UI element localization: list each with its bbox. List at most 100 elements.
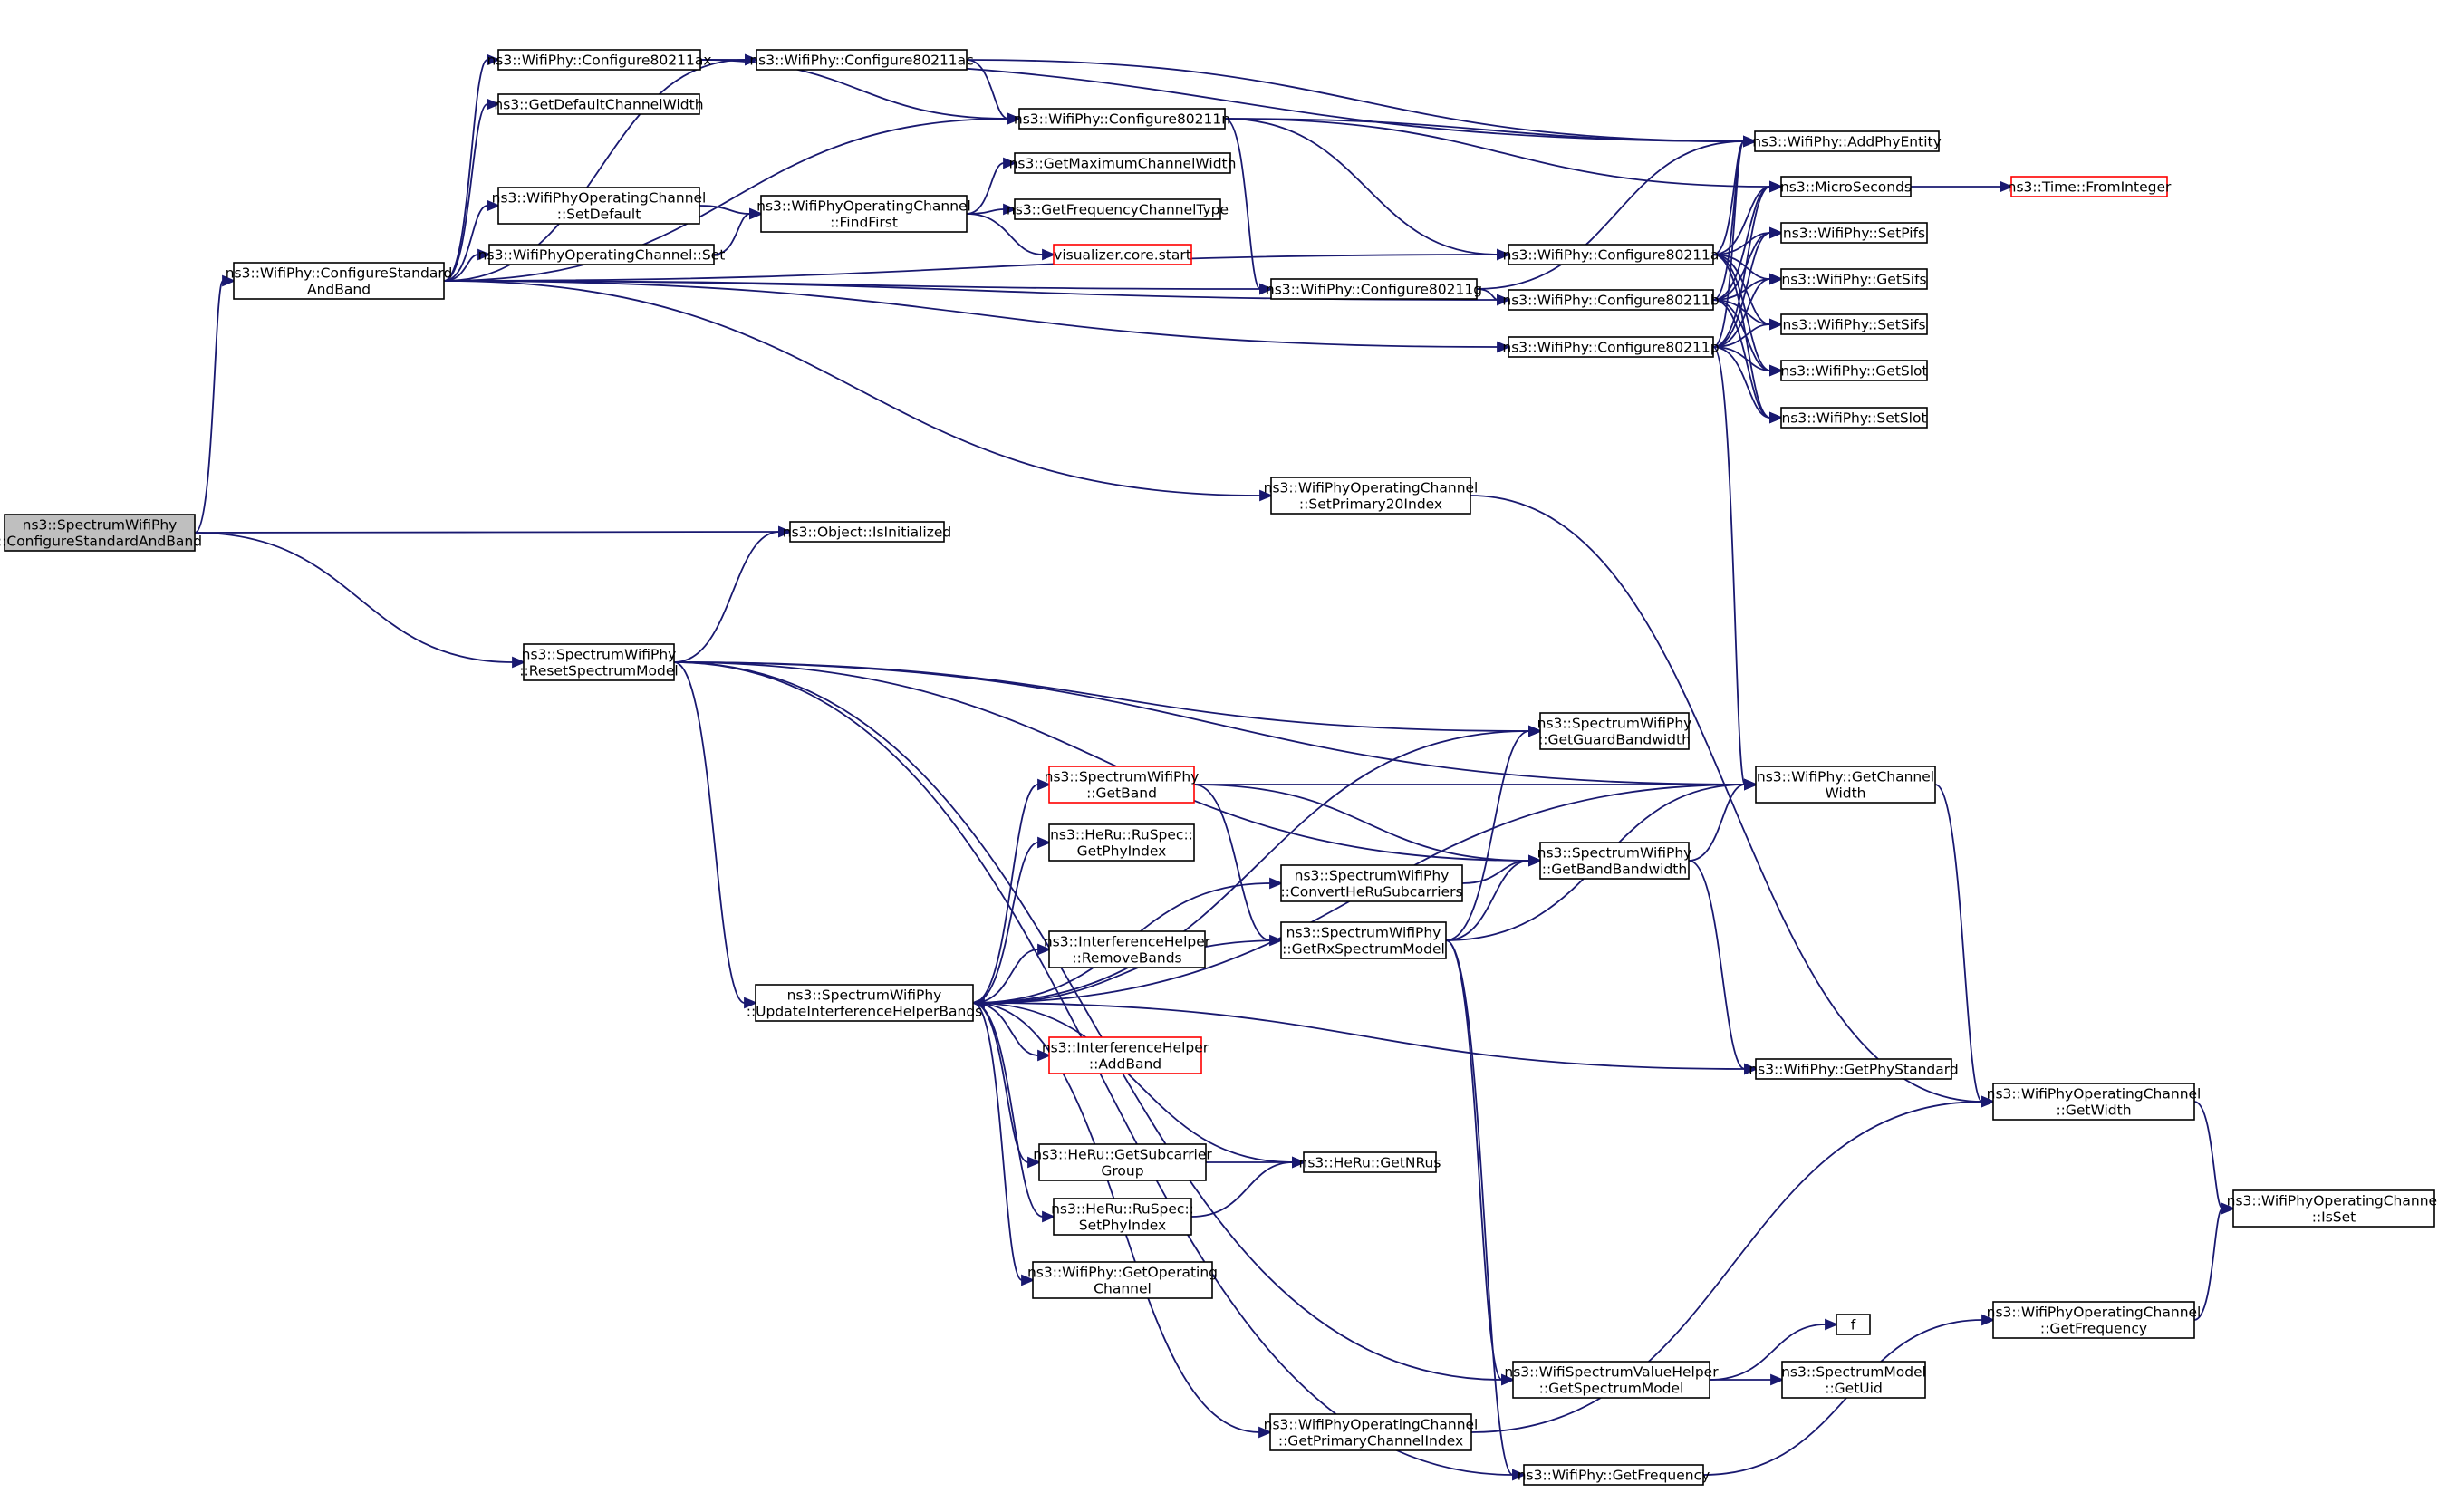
node-root[interactable]: ns3::SpectrumWifiPhy::ConfigureStandardA… xyxy=(0,514,202,552)
node-getuid[interactable]: ns3::SpectrumModel::GetUid xyxy=(1781,1361,1926,1399)
edge-line xyxy=(1712,186,1771,255)
call-nodes: ns3::SpectrumWifiPhy::ConfigureStandardA… xyxy=(0,49,2438,1486)
node-addphy[interactable]: ns3::WifiPhy::AddPhyEntity xyxy=(1752,130,1942,152)
edge-line xyxy=(972,1002,1044,1218)
node-rsm[interactable]: ns3::SpectrumWifiPhy::ResetSpectrumModel xyxy=(519,643,679,681)
edge-line xyxy=(972,1002,1294,1163)
node-box xyxy=(1048,930,1206,968)
node-getband[interactable]: ns3::SpectrumWifiPhy::GetBand xyxy=(1045,766,1200,804)
edge-line xyxy=(2193,1208,2223,1321)
edge-c80211ac-to-c80211n xyxy=(966,59,1022,125)
node-label: ns3::WifiPhyOperatingChannel xyxy=(492,190,707,207)
arrowhead-icon xyxy=(1037,778,1052,791)
node-uihb[interactable]: ns3::SpectrumWifiPhy::UpdateInterference… xyxy=(747,984,983,1022)
node-wocgetw[interactable]: ns3::WifiPhyOperatingChannel::GetWidth xyxy=(1987,1083,2202,1121)
node-getrxsm[interactable]: ns3::SpectrumWifiPhy::GetRxSpectrumModel xyxy=(1280,921,1447,959)
node-label: ns3::WifiPhy::GetSlot xyxy=(1780,363,1927,380)
node-label: AndBand xyxy=(307,282,371,298)
edge-line xyxy=(972,784,1039,1004)
edge-line xyxy=(673,661,746,1004)
arrowhead-icon xyxy=(1037,1049,1052,1062)
node-wocset[interactable]: ns3::WifiPhyOperatingChannel::Set xyxy=(478,244,726,265)
arrowhead-icon xyxy=(1528,854,1543,867)
edge-rsm-to-isinit xyxy=(673,525,793,663)
edge-line xyxy=(1193,784,1271,941)
edge-line xyxy=(673,531,780,663)
node-fromint[interactable]: ns3::Time::FromInteger xyxy=(2008,176,2172,197)
node-viz[interactable]: visualizer.core.start xyxy=(1053,244,1192,265)
node-c80211b[interactable]: ns3::WifiPhy::Configure80211b xyxy=(1502,289,1720,311)
arrowhead-icon xyxy=(1497,294,1511,306)
node-setphyidx[interactable]: ns3::HeRu::RuSpec::SetPhyIndex xyxy=(1051,1198,1194,1236)
edge-line xyxy=(1709,1324,1826,1381)
node-csab[interactable]: ns3::WifiPhy::ConfigureStandardAndBand xyxy=(226,262,453,300)
node-wocgetf[interactable]: ns3::WifiPhyOperatingChannel::GetFrequen… xyxy=(1987,1301,2202,1339)
node-c80211g[interactable]: ns3::WifiPhy::Configure80211g xyxy=(1266,278,1482,300)
arrowhead-icon xyxy=(1528,725,1543,737)
edge-c80211p-to-addphy xyxy=(1712,135,1758,348)
node-removeb[interactable]: ns3::InterferenceHelper::RemoveBands xyxy=(1044,930,1211,968)
node-getprim[interactable]: ns3::WifiPhyOperatingChannel::GetPrimary… xyxy=(1264,1413,1479,1451)
node-convhe[interactable]: ns3::SpectrumWifiPhy::ConvertHeRuSubcarr… xyxy=(1280,864,1463,902)
node-setp20[interactable]: ns3::WifiPhyOperatingChannel::SetPrimary… xyxy=(1264,477,1479,515)
edge-line xyxy=(1224,118,1771,188)
edge-root-to-csab xyxy=(194,274,236,534)
edge-wocset-to-findfirst xyxy=(713,207,764,255)
edge-line xyxy=(1445,730,1530,941)
arrowhead-icon xyxy=(1744,1063,1759,1075)
node-c80211a[interactable]: ns3::WifiPhy::Configure80211a xyxy=(1503,244,1720,265)
node-gdcw[interactable]: ns3::GetDefaultChannelWidth xyxy=(494,93,704,115)
node-getbandbw[interactable]: ns3::SpectrumWifiPhy::GetBandBandwidth xyxy=(1537,842,1692,880)
node-getnrus[interactable]: ns3::HeRu::GetNRus xyxy=(1299,1151,1441,1173)
node-getslot[interactable]: ns3::WifiPhy::GetSlot xyxy=(1780,360,1928,381)
edge-root-to-isinit xyxy=(194,525,793,538)
arrowhead-icon xyxy=(512,656,526,669)
node-getsifs[interactable]: ns3::WifiPhy::GetSifs xyxy=(1780,268,1928,290)
node-label: ns3::Time::FromInteger xyxy=(2008,179,2172,196)
node-isset[interactable]: ns3::WifiPhyOperatingChannel::IsSet xyxy=(2227,1189,2438,1228)
arrowhead-icon xyxy=(1037,943,1052,956)
node-label: ns3::WifiPhyOperatingChannel xyxy=(2227,1193,2438,1209)
edge-findfirst-to-gmcw xyxy=(966,157,1017,215)
node-c80211ax[interactable]: ns3::WifiPhy::Configure80211ax xyxy=(487,49,712,71)
node-label: Channel xyxy=(1094,1281,1152,1297)
node-setsifs[interactable]: ns3::WifiPhy::SetSifs xyxy=(1780,313,1928,335)
arrowhead-icon xyxy=(1770,1373,1785,1386)
node-wsvh[interactable]: ns3::WifiSpectrumValueHelper::GetSpectru… xyxy=(1504,1361,1719,1399)
edge-rsm-to-uihb xyxy=(673,661,758,1009)
node-box xyxy=(1508,336,1714,358)
node-isinit[interactable]: ns3::Object::IsInitialized xyxy=(783,521,951,543)
node-f[interactable]: f xyxy=(1836,1314,1871,1335)
node-setslot[interactable]: ns3::WifiPhy::SetSlot xyxy=(1780,407,1928,429)
node-label: ns3::SpectrumWifiPhy xyxy=(1537,845,1692,862)
arrowhead-icon xyxy=(778,525,793,538)
node-c80211n[interactable]: ns3::WifiPhy::Configure80211n xyxy=(1014,108,1230,130)
node-setpifs[interactable]: ns3::WifiPhy::SetPifs xyxy=(1780,222,1928,244)
arrowhead-icon xyxy=(1769,226,1784,239)
node-box xyxy=(1780,222,1928,244)
node-wocsetdef[interactable]: ns3::WifiPhyOperatingChannel::SetDefault xyxy=(492,187,707,225)
node-gfct[interactable]: ns3::GetFrequencyChannelType xyxy=(1007,198,1229,220)
node-box xyxy=(1512,1361,1710,1399)
edge-getbandbw-to-getchw xyxy=(1688,778,1759,862)
node-box xyxy=(2010,176,2168,197)
edge-c80211n-to-c80211g xyxy=(1224,118,1274,295)
node-getfreq[interactable]: ns3::WifiPhy::GetFrequency xyxy=(1518,1464,1710,1486)
node-ruphy[interactable]: ns3::HeRu::RuSpec::GetPhyIndex xyxy=(1048,823,1195,862)
node-c80211p[interactable]: ns3::WifiPhy::Configure80211p xyxy=(1502,336,1720,358)
node-findfirst[interactable]: ns3::WifiPhyOperatingChannel::FindFirst xyxy=(756,195,971,233)
node-addband[interactable]: ns3::InterferenceHelper::AddBand xyxy=(1042,1036,1209,1074)
node-label: ns3::GetFrequencyChannelType xyxy=(1007,202,1229,218)
arrowhead-icon xyxy=(1042,1210,1056,1223)
node-getguard[interactable]: ns3::SpectrumWifiPhy::GetGuardBandwidth xyxy=(1537,712,1692,750)
edge-line xyxy=(972,730,1530,1004)
node-micro[interactable]: ns3::MicroSeconds xyxy=(1780,176,1912,197)
node-gmcw[interactable]: ns3::GetMaximumChannelWidth xyxy=(1009,152,1237,174)
node-label: ns3::WifiPhy::GetOperating xyxy=(1027,1265,1218,1281)
node-c80211ac[interactable]: ns3::WifiPhy::Configure80211ac xyxy=(749,49,974,71)
node-getphystd[interactable]: ns3::WifiPhy::GetPhyStandard xyxy=(1749,1058,1959,1080)
arrowhead-icon xyxy=(1981,1095,1996,1108)
